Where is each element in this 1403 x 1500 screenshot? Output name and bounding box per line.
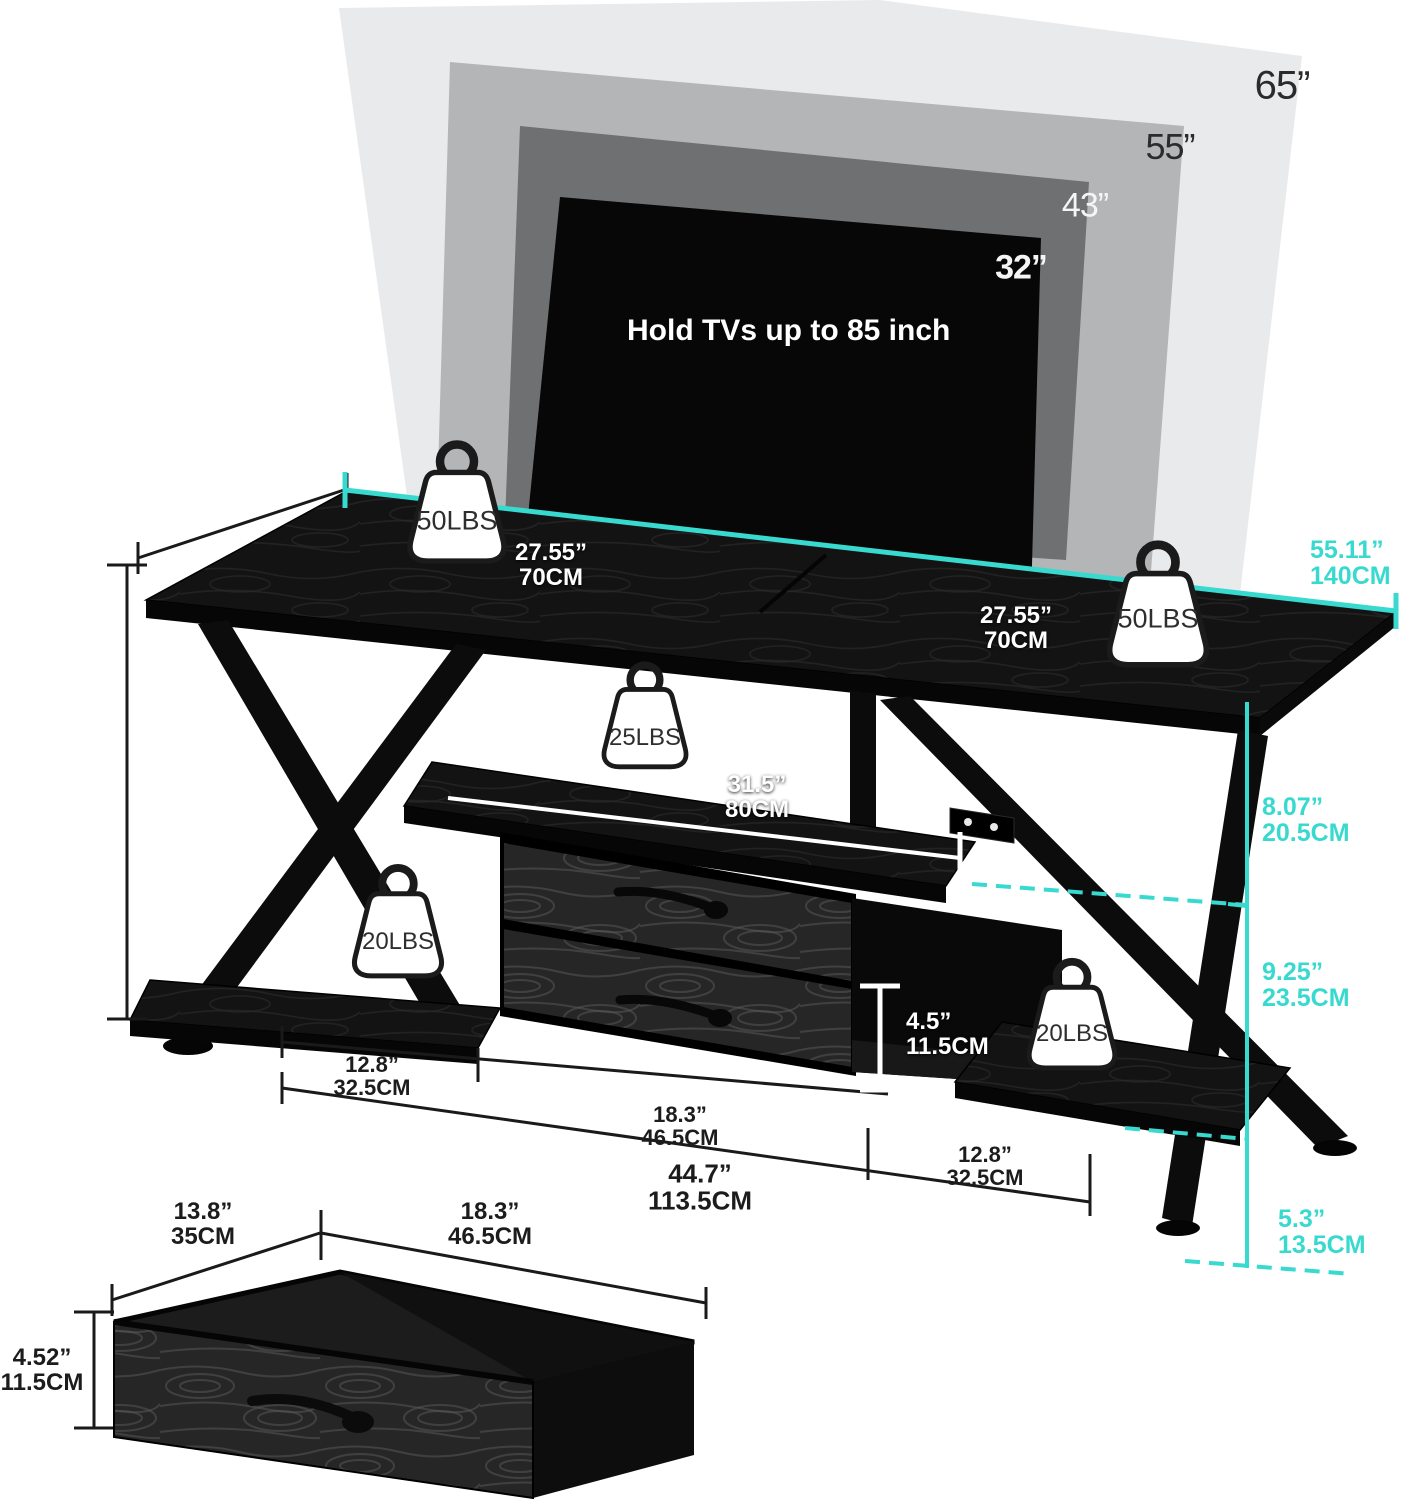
dim-top-right-half: 27.55”70CM	[979, 601, 1053, 654]
dim-middle-to-bottom-shelf: 9.25”23.5CM	[1262, 957, 1350, 1012]
right-rear-foot	[1313, 1140, 1357, 1156]
hold-tvs-text: Hold TVs up to 85 inch	[627, 314, 951, 347]
dim-base-total: 44.7”113.5CM	[647, 1158, 753, 1216]
dim-open-compartment-height: 4.5”11.5CM	[906, 1007, 989, 1060]
dim-top-to-middle-shelf: 8.07”20.5CM	[1262, 792, 1350, 847]
right-front-foot	[1156, 1220, 1200, 1236]
capacity-bottom-right: 20LBS	[1035, 1020, 1109, 1047]
dim-drawer-width: 18.3”46.5CM	[447, 1197, 533, 1250]
dim-middle-shelf: 31.5”80CM	[724, 770, 790, 823]
dim-base-left: 12.8”32.5CM	[333, 1051, 411, 1100]
dim-base-right: 12.8”32.5CM	[946, 1141, 1024, 1190]
black-dimension-lines	[74, 473, 1092, 1430]
capacity-top-left: 50LBS	[416, 505, 498, 536]
dim-total-width: 55.11”140CM	[1310, 535, 1391, 590]
capacity-top-right: 50LBS	[1117, 603, 1199, 634]
center-support	[850, 690, 876, 832]
drawer-top-handle	[613, 886, 717, 913]
capacity-bottom-left: 20LBS	[361, 928, 435, 955]
tv-size-label-43: 43”	[1061, 186, 1109, 225]
dim-base-middle: 18.3”46.5CM	[641, 1101, 719, 1150]
drawer-right-side	[533, 1342, 694, 1498]
loose-drawer	[113, 1269, 695, 1500]
drawer-bottom-handle	[615, 994, 721, 1021]
dim-drawer-depth: 13.8”35CM	[170, 1197, 236, 1250]
tabletop-seam	[758, 553, 828, 614]
tv-screen	[523, 197, 1041, 601]
middle-shelf	[402, 761, 977, 903]
power-outlet	[949, 807, 1015, 844]
dim-drawer-height: 4.52”11.5CM	[0, 1343, 84, 1396]
cyan-dimension-lines	[342, 472, 1399, 1276]
dim-ground-clearance: 5.3”13.5CM	[1278, 1204, 1366, 1259]
dim-top-left-half: 27.55”70CM	[514, 538, 588, 591]
tv-size-label-32: 32”	[995, 248, 1048, 287]
tv-size-label-55: 55”	[1145, 126, 1195, 167]
tv-size-label-65: 65”	[1254, 63, 1311, 108]
white-measurement-lines	[447, 796, 963, 1093]
drawer-handle	[247, 1394, 357, 1422]
drawer-unit	[500, 832, 856, 1076]
capacity-middle-shelf: 25LBS	[608, 724, 682, 751]
